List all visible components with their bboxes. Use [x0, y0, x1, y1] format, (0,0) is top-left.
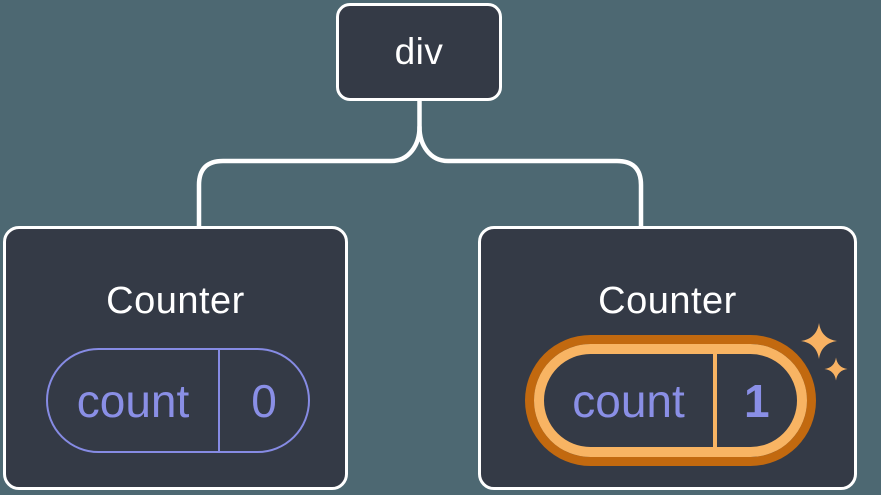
pill-divider [713, 354, 717, 447]
sparkle-icon [801, 323, 848, 381]
state-value: 0 [251, 374, 277, 427]
counter-node-right: Counter count 1 [478, 226, 857, 490]
state-key-label: count [572, 374, 685, 427]
counter-left-title: Counter [106, 280, 245, 322]
pill-divider [218, 350, 220, 451]
counter-right-title: Counter [598, 280, 737, 322]
root-node-div: div [336, 3, 502, 101]
counter-node-left: Counter count 0 [3, 226, 348, 490]
state-key-label: count [76, 374, 190, 427]
connector-right-branch [417, 124, 644, 229]
root-node-label: div [394, 31, 444, 72]
connector-left-branch [196, 95, 422, 229]
sparkle-small-icon [824, 357, 848, 381]
state-pill-highlighted: count 1 [534, 344, 807, 457]
state-value: 1 [743, 374, 770, 427]
state-pill-left: count 0 [46, 348, 310, 453]
sparkle-large-icon [801, 323, 837, 359]
